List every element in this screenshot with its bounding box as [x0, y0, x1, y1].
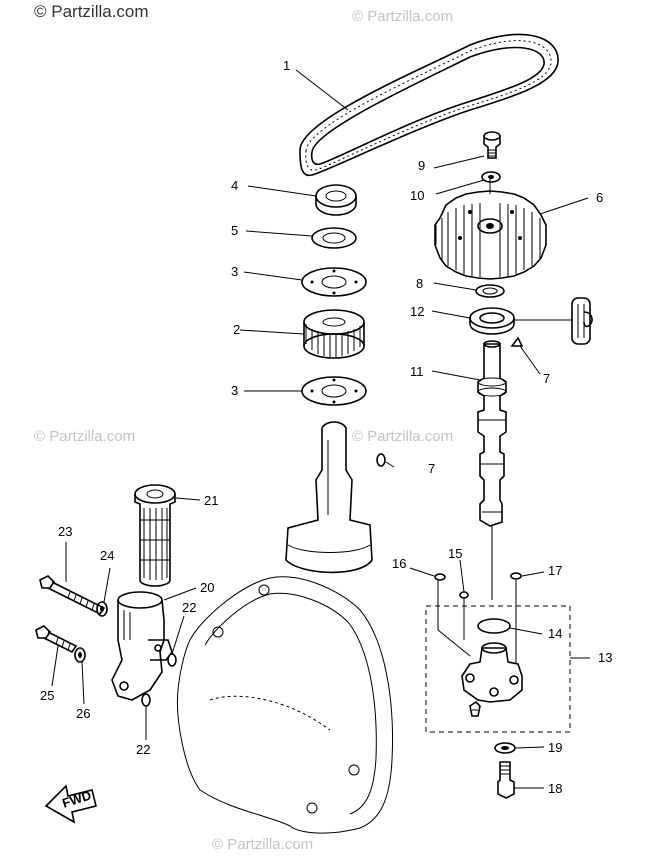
callout-22-lower: 22	[136, 742, 150, 757]
oil-filter-element[interactable]	[134, 484, 176, 587]
washer-26[interactable]	[74, 647, 86, 663]
oil-pump-assembly-box	[425, 605, 571, 733]
oil-seal[interactable]	[315, 184, 357, 216]
cam-washer[interactable]	[475, 284, 505, 298]
callout-18: 18	[548, 781, 562, 796]
callout-23: 23	[58, 524, 72, 539]
seal-detail-inset	[514, 297, 593, 345]
o-ring-lower[interactable]	[141, 693, 151, 707]
plain-washer[interactable]	[311, 227, 357, 249]
dowel-pin-17[interactable]	[510, 572, 522, 580]
long-bolt[interactable]	[39, 575, 106, 616]
callout-3-upper: 3	[231, 264, 238, 279]
oil-pump-body[interactable]	[461, 642, 523, 717]
watermark-mid-center: © Partzilla.com	[352, 428, 454, 445]
drain-washer[interactable]	[494, 742, 516, 754]
washer-24[interactable]	[96, 601, 108, 617]
short-bolt[interactable]	[35, 625, 78, 654]
callout-10: 10	[410, 188, 424, 203]
watermark-top-left: © Partzilla.com	[34, 2, 149, 21]
callout-19: 19	[548, 740, 562, 755]
callout-7-lower: 7	[428, 461, 435, 476]
callout-15: 15	[448, 546, 462, 561]
callout-26: 26	[76, 706, 90, 721]
woodruff-key-upper[interactable]	[510, 336, 524, 347]
callout-25: 25	[40, 688, 54, 703]
o-ring-upper[interactable]	[167, 653, 177, 667]
callout-20: 20	[200, 580, 214, 595]
cam-sprocket[interactable]	[434, 190, 547, 280]
callout-3-lower: 3	[231, 383, 238, 398]
watermark-bottom-center: © Partzilla.com	[212, 836, 314, 853]
callout-9: 9	[418, 158, 425, 173]
watermark-top-right: © Partzilla.com	[352, 8, 454, 25]
callout-11: 11	[410, 364, 424, 379]
gear-plate-lower[interactable]	[301, 376, 367, 406]
woodruff-key-lower[interactable]	[376, 453, 386, 467]
cam-oil-seal[interactable]	[469, 307, 515, 335]
forward-direction-arrow: FWD	[44, 784, 97, 824]
callout-17: 17	[548, 563, 562, 578]
callout-21: 21	[204, 493, 218, 508]
gear-plate-upper[interactable]	[301, 267, 367, 297]
camshaft[interactable]	[477, 340, 507, 527]
dowel-pin-15[interactable]	[459, 591, 469, 599]
callout-1: 1	[283, 58, 290, 73]
callout-8: 8	[416, 276, 423, 291]
drain-bolt[interactable]	[497, 761, 515, 799]
oil-filter-case[interactable]	[111, 591, 173, 701]
callout-4: 4	[231, 178, 238, 193]
callout-6: 6	[596, 190, 603, 205]
callout-16: 16	[392, 556, 406, 571]
watermark-mid-left: © Partzilla.com	[34, 428, 136, 445]
callout-2: 2	[233, 322, 240, 337]
callout-13: 13	[598, 650, 612, 665]
cam-sprocket-bolt[interactable]	[483, 131, 501, 159]
drive-shaft-housing	[285, 421, 373, 574]
callout-24: 24	[100, 548, 114, 563]
timing-belt[interactable]	[299, 33, 559, 177]
callout-7-upper: 7	[543, 371, 550, 386]
callout-5: 5	[231, 223, 238, 238]
sprocket-washer[interactable]	[481, 171, 501, 183]
callout-22-upper: 22	[182, 600, 196, 615]
callout-12: 12	[410, 304, 424, 319]
dowel-pin-16[interactable]	[434, 573, 446, 581]
crankcase-cover-outline	[176, 576, 393, 834]
drive-gear[interactable]	[303, 309, 365, 359]
leader-lines	[51, 69, 590, 789]
pump-o-ring[interactable]	[477, 618, 511, 634]
callout-14: 14	[548, 626, 562, 641]
